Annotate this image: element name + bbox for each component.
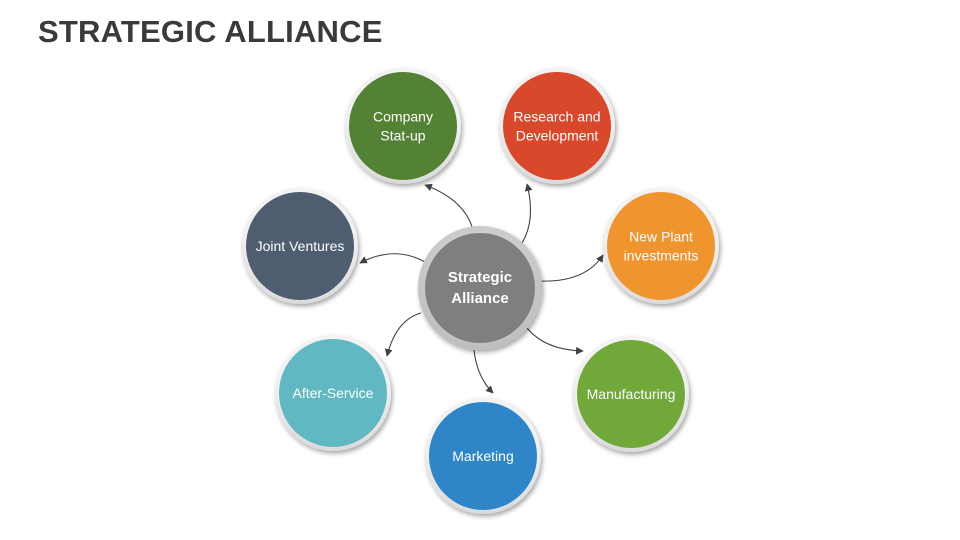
node-label: Joint Ventures xyxy=(256,238,345,254)
node-fill xyxy=(279,339,387,447)
connector-arrow-new-plant-investments xyxy=(537,254,604,282)
node-label: Company xyxy=(373,109,433,125)
connector-arrow-joint-ventures xyxy=(359,253,426,264)
center-fill xyxy=(425,233,535,343)
node-joint-ventures: Joint Ventures xyxy=(242,188,358,304)
center-label: Alliance xyxy=(451,290,509,307)
node-fill xyxy=(503,72,611,180)
node-label: Stat-up xyxy=(380,128,425,144)
page-title: STRATEGIC ALLIANCE xyxy=(38,14,383,49)
node-fill xyxy=(246,192,354,300)
node-marketing: Marketing xyxy=(425,398,541,514)
node-label: Research and xyxy=(513,109,600,125)
node-label: Marketing xyxy=(452,448,513,464)
node-label: investments xyxy=(624,248,699,264)
node-fill xyxy=(607,192,715,300)
node-label: New Plant xyxy=(629,229,693,245)
node-fill xyxy=(577,340,685,448)
connectors xyxy=(359,183,604,394)
node-manufacturing: Manufacturing xyxy=(573,336,689,452)
connector-arrow-manufacturing xyxy=(526,327,584,355)
node-label: Manufacturing xyxy=(587,386,676,402)
connector-arrow-after-service xyxy=(384,312,422,357)
connector-arrow-marketing xyxy=(473,349,494,394)
center-label: Strategic xyxy=(448,269,512,286)
node-label: Development xyxy=(516,128,599,144)
node-fill xyxy=(429,402,537,510)
connector-arrow-research-development xyxy=(521,183,533,244)
connector-arrow-company-startup xyxy=(424,183,474,231)
node-new-plant-investments: New Plant investments xyxy=(603,188,719,304)
node-label: After-Service xyxy=(293,385,374,401)
node-fill xyxy=(349,72,457,180)
node-after-service: After-Service xyxy=(275,335,391,451)
